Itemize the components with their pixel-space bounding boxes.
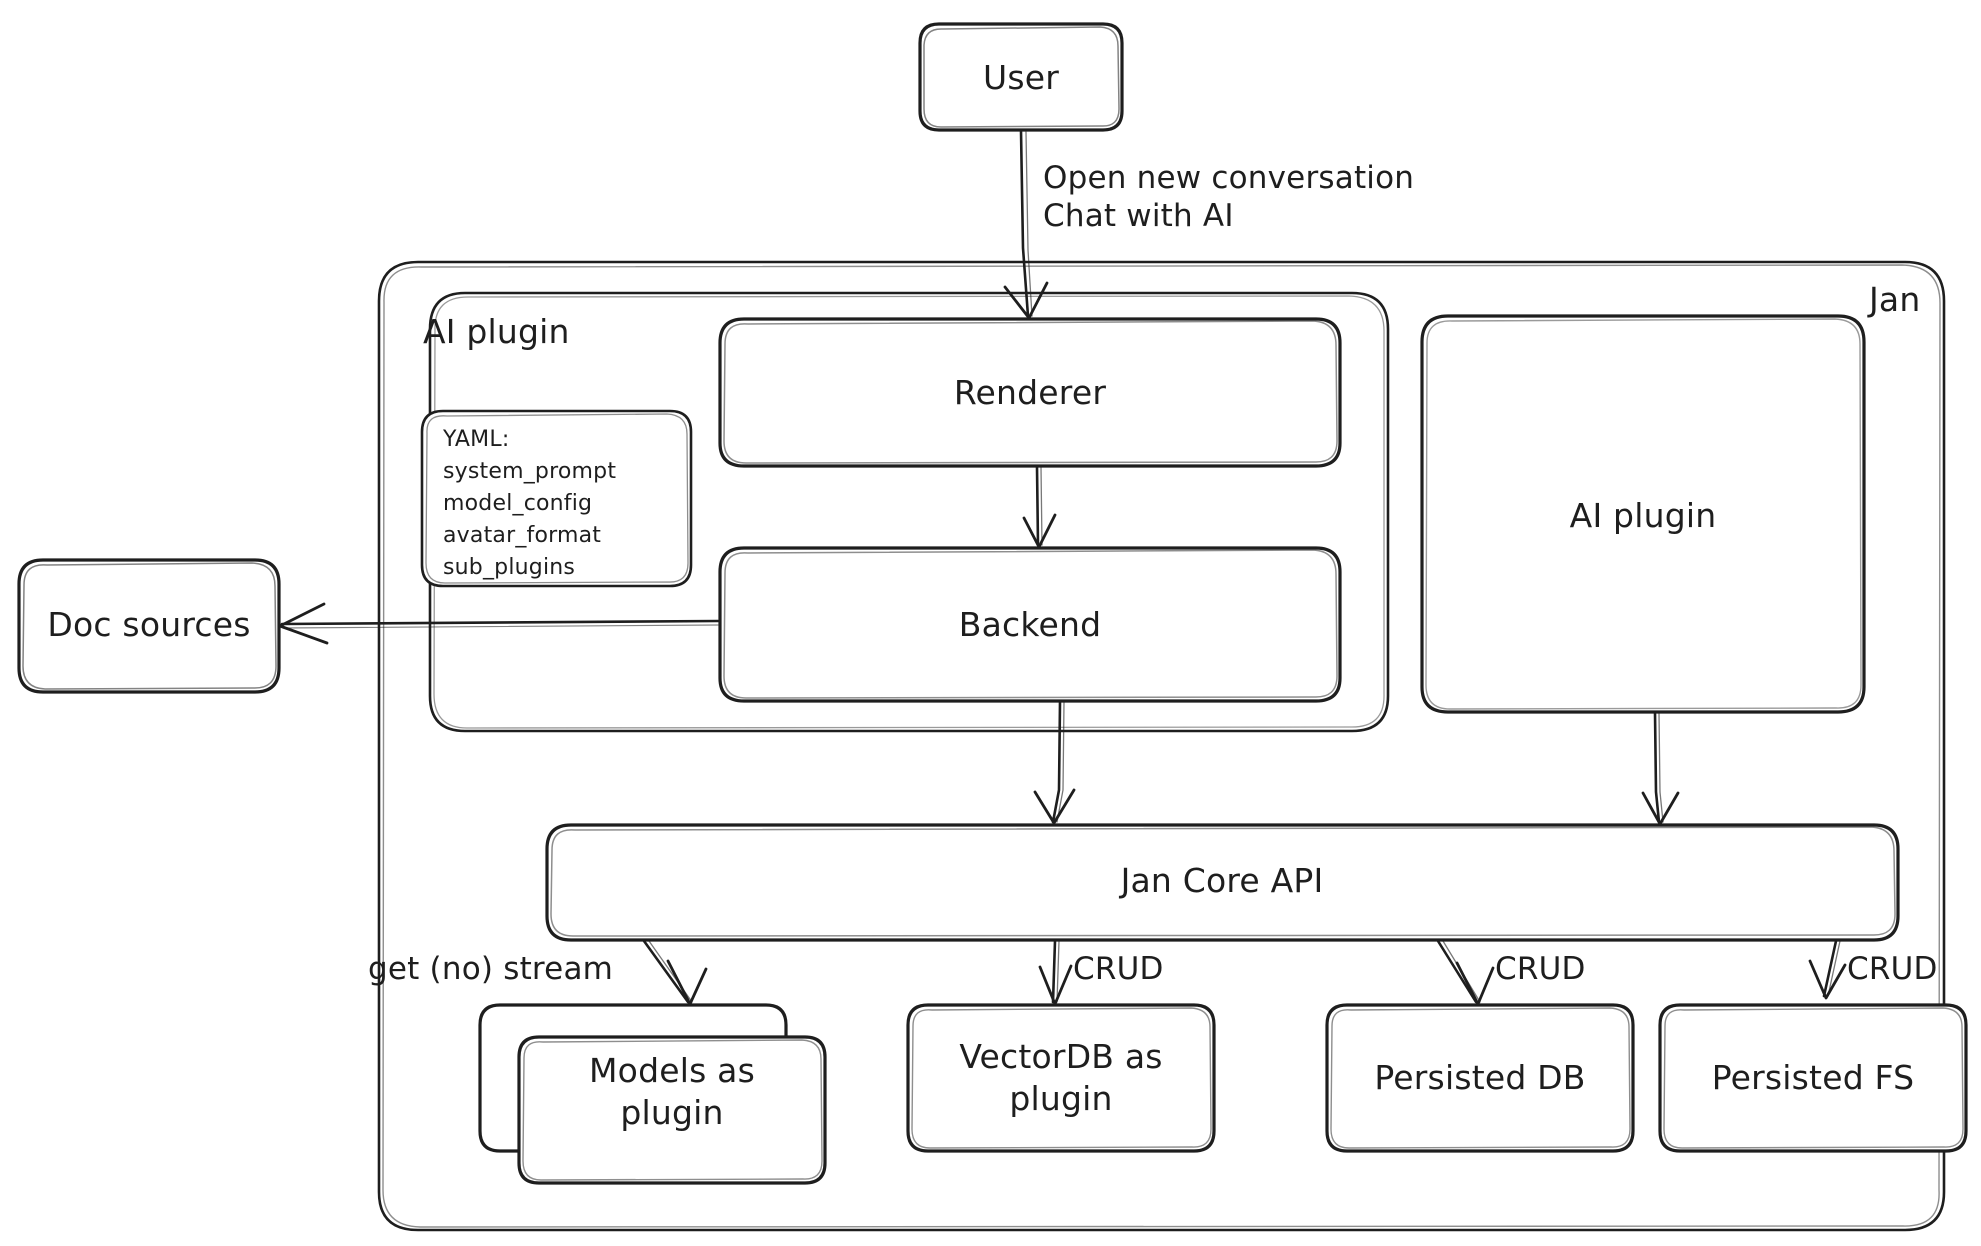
edge-label-get-no-stream: get (no) stream (368, 951, 614, 987)
yaml-card-key-avatar-format: avatar_format (443, 523, 602, 548)
node-label-vectordb-plugin: VectorDB as plugin (959, 1036, 1163, 1118)
edge-core-api-to-persisted-fs (1808, 939, 1847, 1000)
node-user[interactable] (918, 22, 1124, 132)
container-ai-plugin-group (428, 291, 1390, 733)
edge-backend-to-doc-sources (278, 602, 720, 645)
node-label-doc-sources: Doc sources (47, 604, 251, 644)
node-models-plugin[interactable] (478, 1003, 827, 1185)
yaml-card-key-sub-plugins: sub_plugins (443, 555, 576, 580)
node-ai-plugin-box[interactable] (1420, 314, 1866, 714)
node-doc-sources[interactable] (17, 558, 281, 694)
container-jan (377, 260, 1946, 1232)
edge-renderer-to-backend (1022, 465, 1057, 549)
edge-core-api-to-persisted-db (1436, 939, 1495, 1006)
edge-label-open-new-conversation: Open new conversation Chat with AI (1043, 160, 1415, 234)
edge-ai-plugin-to-core-api (1641, 711, 1680, 826)
node-renderer[interactable] (718, 317, 1342, 468)
node-vectordb-plugin[interactable] (906, 1003, 1216, 1153)
yaml-config-card (420, 409, 693, 588)
node-backend[interactable] (718, 546, 1342, 703)
node-label-models-plugin: Models as plugin (589, 1050, 755, 1132)
edge-label-crud-vectordb: CRUD (1073, 951, 1164, 987)
node-label-user: User (982, 57, 1060, 97)
node-label-renderer: Renderer (953, 372, 1107, 412)
node-label-jan-core-api: Jan Core API (1120, 860, 1324, 900)
node-persisted-fs[interactable] (1658, 1003, 1968, 1153)
edge-core-api-to-models (642, 939, 708, 1006)
container-label-jan: Jan (1869, 280, 1921, 319)
node-label-backend: Backend (958, 604, 1102, 644)
edge-label-crud-persisted-db: CRUD (1495, 951, 1586, 987)
node-label-persisted-fs: Persisted FS (1711, 1057, 1915, 1097)
node-label-ai-plugin-box: AI plugin (1569, 495, 1717, 535)
container-label-ai-plugin-group: AI plugin (423, 312, 570, 351)
node-label-persisted-db: Persisted DB (1374, 1057, 1586, 1097)
edge-user-to-renderer (1003, 129, 1049, 320)
edge-label-crud-persisted-fs: CRUD (1847, 951, 1938, 987)
edge-backend-to-core-api (1033, 700, 1076, 825)
node-persisted-db[interactable] (1325, 1003, 1635, 1153)
yaml-card-title: YAML: (443, 427, 510, 452)
edge-core-api-to-vectordb (1038, 939, 1073, 1006)
yaml-card-key-system-prompt: system_prompt (443, 459, 617, 484)
yaml-card-key-model-config: model_config (443, 491, 593, 516)
node-jan-core-api[interactable] (545, 823, 1900, 942)
